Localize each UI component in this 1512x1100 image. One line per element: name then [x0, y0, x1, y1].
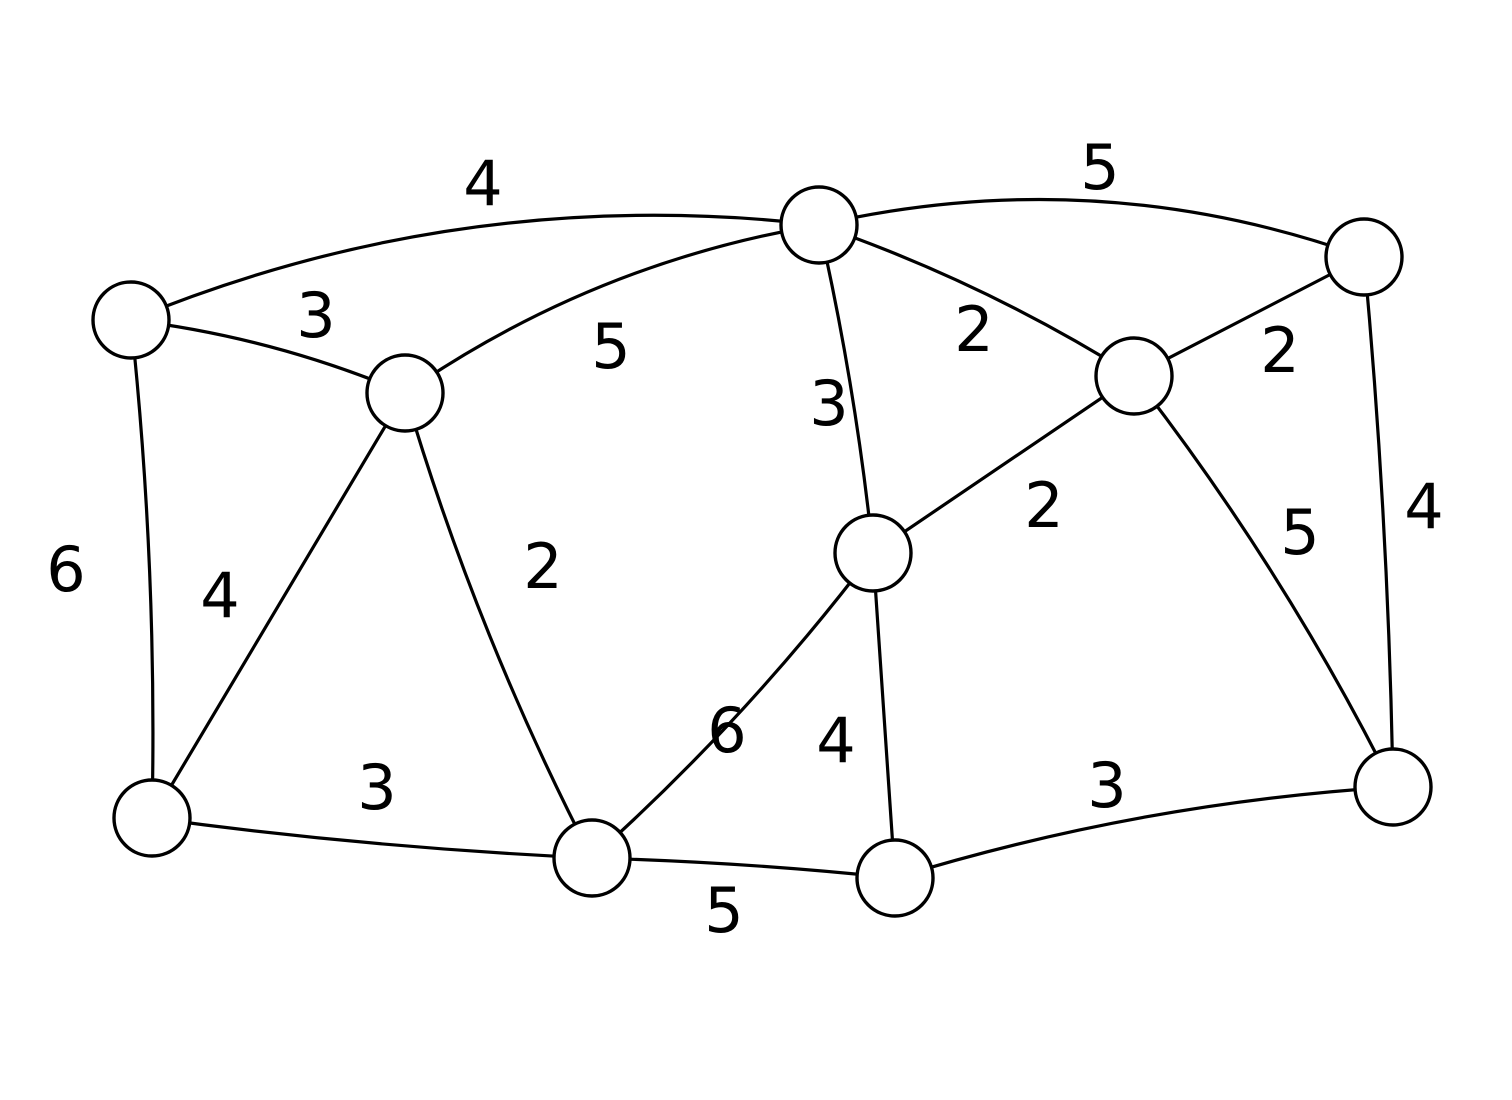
edge-weight-label: 5 — [1280, 496, 1319, 569]
graph-edge-n6-n9 — [871, 551, 897, 880]
graph-edge-n6-n5 — [590, 551, 875, 860]
graph-edge-n4-n8 — [817, 223, 1136, 378]
graph-node-n6 — [833, 513, 913, 593]
graph-node-n3 — [112, 778, 192, 858]
graph-node-n2 — [365, 353, 445, 433]
edge-weight-label: 5 — [591, 310, 630, 383]
edge-weight-label: 3 — [357, 751, 396, 824]
graph-edge-n4-n6 — [817, 223, 875, 555]
graph-edge-n7-n11 — [1362, 255, 1395, 789]
edge-weight-label: 6 — [707, 694, 746, 767]
edge-weight-label: 4 — [1404, 470, 1443, 543]
graph-edge-n1-n4 — [129, 213, 821, 322]
edge-weight-label: 4 — [200, 559, 239, 632]
edge-weight-label: 5 — [1080, 131, 1119, 204]
graph-edge-n2-n5 — [403, 391, 594, 860]
graph-node-n4 — [779, 185, 859, 265]
graph-node-n9 — [855, 838, 935, 918]
edge-weight-label: 3 — [296, 279, 335, 352]
edge-weight-label: 2 — [954, 293, 993, 366]
edge-weight-label: 2 — [1024, 469, 1063, 542]
graph-node-n7 — [1324, 217, 1404, 297]
graph-edge-n4-n7 — [817, 197, 1366, 259]
edge-weight-label: 4 — [463, 147, 502, 220]
graph-node-n8 — [1094, 336, 1174, 416]
edge-weight-label: 3 — [809, 367, 848, 440]
edge-weight-label: 3 — [1087, 749, 1126, 822]
edge-weight-label: 4 — [816, 704, 855, 777]
edge-weight-label: 5 — [704, 874, 743, 947]
graph-node-n5 — [552, 818, 632, 898]
graph-edge-n8-n6 — [871, 374, 1136, 555]
graph-edge-n3-n5 — [150, 816, 594, 860]
graph-edge-n2-n4 — [403, 223, 821, 395]
graph-node-n10 — [1353, 747, 1433, 827]
graph-node-n1 — [91, 280, 171, 360]
nodes-layer — [91, 185, 1433, 918]
edge-weight-label: 2 — [523, 530, 562, 603]
graph-edge-n1-n3 — [129, 318, 155, 820]
graph-edge-n8-n11 — [1132, 374, 1395, 789]
edge-weight-label: 6 — [46, 533, 85, 606]
graph-edge-n2-n3 — [150, 391, 407, 820]
graph-edge-n9-n11 — [893, 785, 1395, 880]
edge-weight-label: 2 — [1260, 314, 1299, 387]
